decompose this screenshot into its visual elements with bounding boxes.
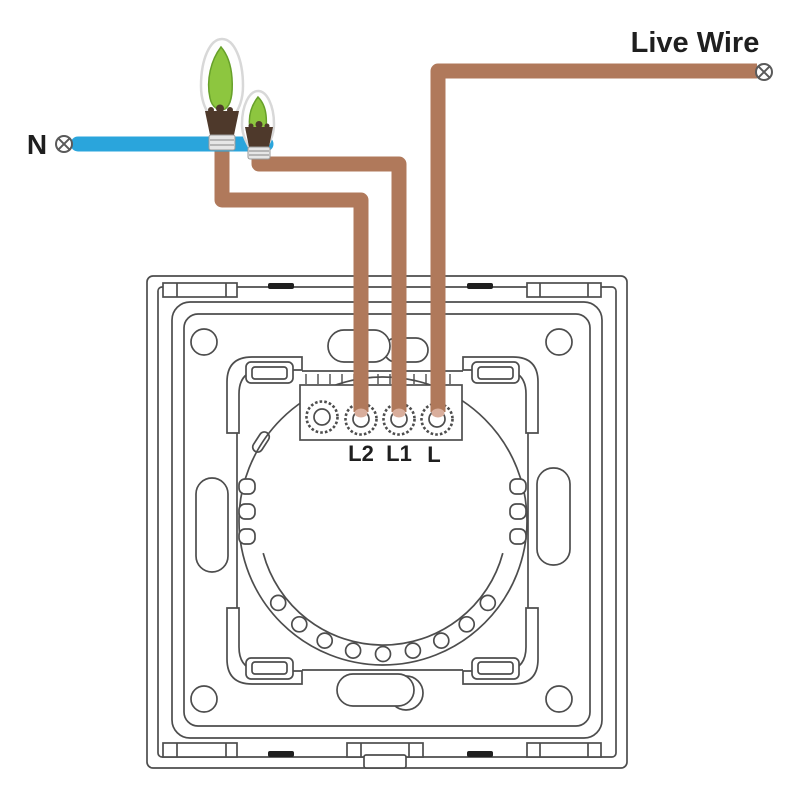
screw-terminal-empty (305, 400, 339, 434)
bulb-small (240, 89, 276, 160)
side-clips-right (509, 478, 527, 545)
vent-louvers (269, 594, 497, 663)
neutral-label: N (27, 129, 47, 160)
terminal-label-l1: L1 (386, 441, 412, 466)
switch-module-circle (238, 376, 528, 666)
module-notch (251, 431, 271, 453)
glass-frame-outer (171, 301, 603, 739)
terminal-label-l: L (427, 442, 440, 467)
keyhole-slot-right (536, 467, 571, 566)
terminal-label-l2: L2 (348, 441, 374, 466)
keyhole-slot-left (195, 477, 229, 573)
screw-holes (190, 328, 573, 713)
live-wire (430, 63, 757, 412)
leaf-icon (207, 45, 233, 111)
switch-back-plate (146, 275, 628, 769)
side-clips-left (238, 478, 256, 545)
wire-tips (354, 408, 445, 418)
bottom-cutout (336, 673, 424, 711)
plate-marks (268, 283, 493, 757)
glass-frame-inner (183, 313, 591, 727)
vent-arc (262, 552, 504, 646)
neutral-terminal-icon (55, 135, 73, 153)
live-terminal-icon (755, 63, 773, 81)
lamp-wire-l2 (214, 138, 369, 412)
bulb-base (245, 121, 273, 160)
bulb-base (205, 104, 239, 151)
bulb-large (199, 37, 245, 151)
plate-tabs (162, 282, 602, 769)
live-wire-label: Live Wire (631, 27, 760, 59)
mounting-bracket (236, 370, 529, 671)
